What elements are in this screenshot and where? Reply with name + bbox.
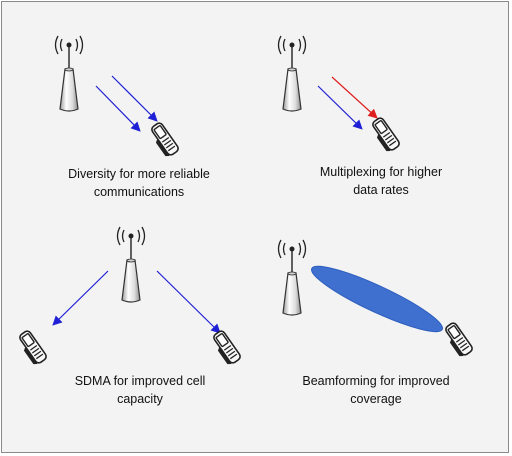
mobile-phone-icon [15, 328, 49, 367]
mobile-phone-icon [368, 115, 402, 154]
antenna-tower-icon [277, 239, 307, 316]
mobile-phone-icon [147, 120, 181, 159]
caption-line: communications [93, 185, 185, 199]
caption-line: Multiplexing for higher [319, 165, 443, 179]
caption-line: Beamforming for improved [302, 374, 450, 388]
mobile-phone-icon [441, 320, 475, 359]
antenna-tower-icon [54, 35, 84, 112]
caption-diversity: Diversity for more reliable communicatio… [44, 165, 234, 201]
signal-arrow [111, 75, 158, 122]
caption-line: Diversity for more reliable [68, 167, 210, 181]
antenna-tower-icon [116, 226, 146, 303]
mobile-phone-icon [209, 328, 243, 367]
beam-shape [311, 265, 443, 333]
signal-arrow [156, 270, 221, 334]
caption-sdma: SDMA for improved cell capacity [50, 372, 230, 408]
panel-multiplexing [277, 35, 402, 154]
caption-multiplexing: Multiplexing for higher data rates [291, 163, 471, 199]
signal-arrow-red [331, 76, 378, 119]
caption-line: SDMA for improved cell [74, 374, 206, 388]
caption-line: data rates [353, 183, 409, 197]
caption-line: capacity [117, 392, 163, 406]
antenna-tower-icon [277, 35, 307, 112]
panel-beamforming [277, 239, 475, 359]
caption-beamforming: Beamforming for improved coverage [286, 372, 466, 408]
panel-diversity [54, 35, 181, 159]
caption-line: coverage [350, 392, 402, 406]
signal-arrow [95, 85, 141, 132]
signal-arrow [317, 85, 363, 130]
signal-arrow [52, 270, 109, 326]
panel-sdma [15, 226, 243, 367]
